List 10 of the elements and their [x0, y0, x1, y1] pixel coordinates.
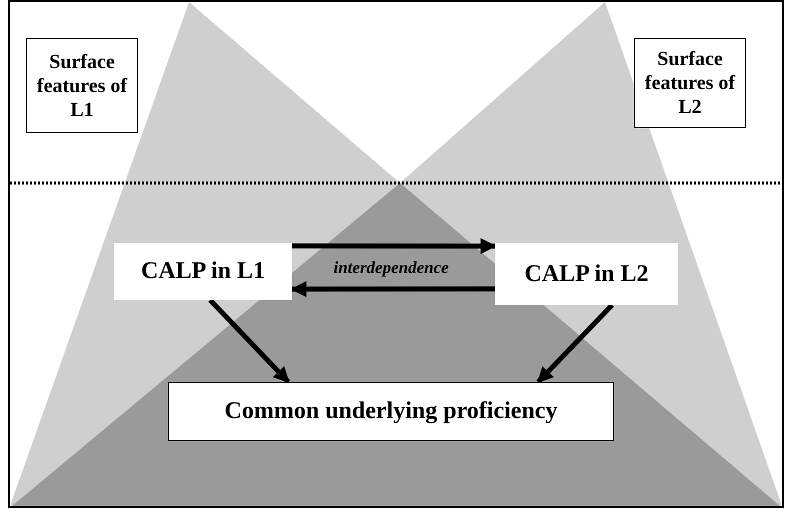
arrow: [290, 281, 495, 298]
label-box: CALP in L2: [495, 243, 678, 305]
arrow: [292, 238, 497, 254]
text-box: Surface features of L1: [26, 38, 138, 133]
label-box: CALP in L1: [114, 243, 292, 300]
text-box: Surface features of L2: [634, 38, 746, 128]
edge-label: interdependence: [334, 258, 449, 278]
arrow: [536, 303, 614, 384]
text-box: Common underlying proficiency: [168, 382, 614, 441]
arrow: [208, 298, 290, 384]
